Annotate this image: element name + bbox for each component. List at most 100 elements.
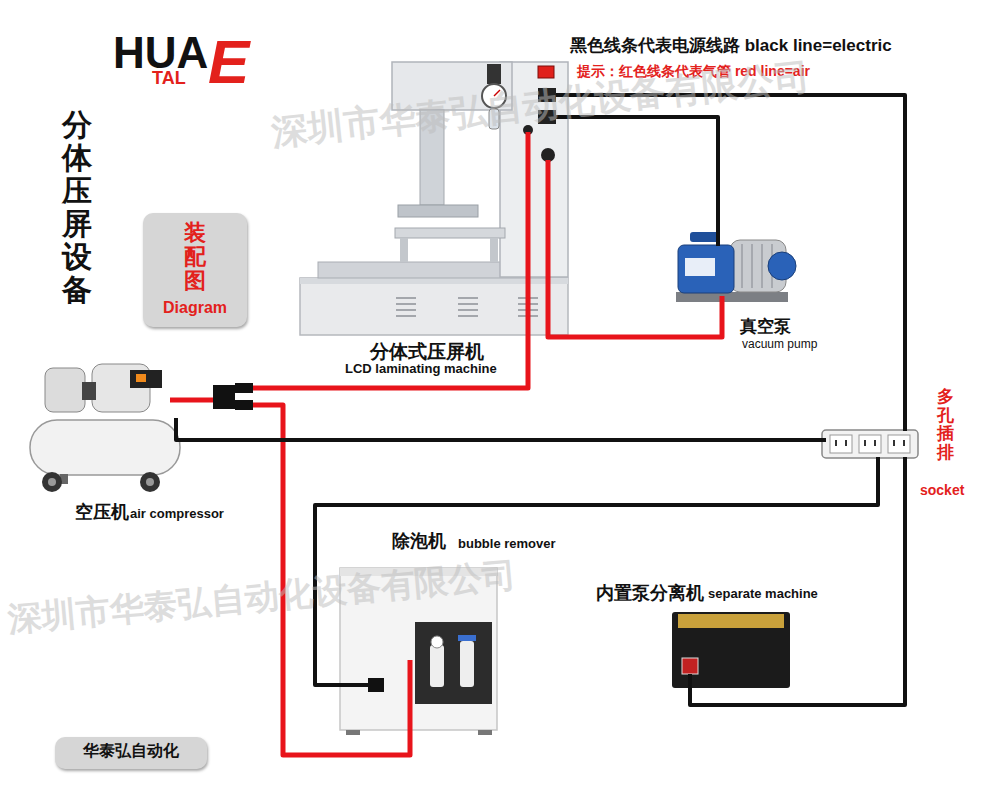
machine-name: 真空泵 [740, 317, 791, 337]
company-badge: 华泰弘自动化 [55, 737, 207, 769]
separate-machine-drawing [672, 612, 790, 692]
power-cable [262, 438, 818, 442]
bubble-remover-drawing-part [460, 641, 474, 687]
socket-strip-drawing [818, 385, 918, 500]
machine-name-en: separate machine [708, 587, 818, 602]
power-socket: 多孔插排socket [818, 385, 975, 500]
machine-name-en: bubble remover [458, 537, 556, 552]
air-compressor-drawing-part [30, 420, 180, 475]
logo-letter: E [208, 26, 249, 97]
laminator-drawing-part-part [396, 297, 416, 299]
socket-strip-drawing-part [888, 435, 910, 453]
air-compressor-drawing-part [130, 370, 162, 388]
bubble-remover-drawing-part [346, 730, 360, 735]
laminator-drawing-part-part [458, 303, 478, 305]
vacuum-pump-drawing-part [668, 296, 722, 337]
vacuum-pump-drawing-part-part [761, 244, 763, 288]
machine-name: 分体式压屏机 [370, 341, 484, 363]
air-compressor-drawing-part [82, 382, 96, 400]
bubble-remover-drawing-part [458, 635, 476, 641]
separate-machine-drawing-part [688, 674, 692, 692]
vacuum-pump-drawing-part [678, 245, 734, 293]
badge-subtitle: Diagram [143, 299, 247, 317]
laminator-drawing-part [541, 148, 555, 162]
power-cable [572, 117, 718, 222]
socket-strip-drawing-part-part [874, 440, 876, 446]
socket-strip-drawing-part [876, 457, 880, 500]
socket-name: 多孔插排 [937, 388, 954, 463]
laminator-drawing-part [396, 298, 538, 316]
power-cable [572, 95, 905, 385]
laminator-drawing-part [395, 228, 505, 238]
laminator-drawing-part [400, 238, 408, 262]
socket-strip-drawing-part [830, 435, 852, 453]
socket-strip-drawing-part-part [835, 440, 837, 446]
badge-heading: 装配图 [184, 221, 206, 294]
bubble-remover-drawing-part [415, 622, 492, 704]
vacuum-pump-drawing-part [716, 222, 720, 246]
bubble-remover-drawing-part [408, 660, 413, 736]
air-compressor-drawing-part [170, 398, 213, 403]
air-compressor-drawing-part [136, 374, 146, 382]
socket-strip-drawing-part-part [864, 440, 866, 446]
vacuum-pump-drawing-part [768, 252, 796, 280]
laminator-drawing-part [487, 64, 501, 84]
laminator-drawing-part [490, 238, 498, 262]
machine-name: 空压机 [75, 502, 129, 523]
socket-strip-drawing-part [859, 435, 881, 453]
separate-machine-drawing-part [682, 658, 698, 674]
machine-name: 除泡机 [392, 531, 446, 552]
socket-strip-drawing-part [903, 457, 907, 500]
vacuum-pump-drawing-part [690, 232, 720, 242]
air-hose [262, 380, 528, 388]
bubble-remover-drawing-part [336, 683, 368, 687]
separate-machine: 内置泵分离机 separate machine [594, 580, 850, 692]
bubble-remover-drawing-part [431, 636, 443, 648]
air-compressor-drawing-part [253, 403, 262, 408]
socket-strip-drawing-part-part [893, 440, 895, 446]
air-compressor-drawing-part [45, 368, 85, 412]
air-compressor-drawing-part [253, 386, 262, 391]
air-compressor: 空压机air compressor [22, 352, 262, 530]
vertical-title: 分体压屏设备 [62, 108, 92, 306]
vacuum-pump-drawing-part [685, 258, 715, 276]
bubble-remover-drawing-part [430, 645, 444, 687]
bubble-remover-drawing-part [478, 730, 492, 735]
machine-name: 内置泵分离机 [596, 583, 704, 604]
socket-strip-drawing-part [836, 440, 904, 446]
machine-name-en: vacuum pump [742, 338, 817, 352]
laminator-drawing-part-part [458, 315, 478, 317]
laminator-drawing-part-part [458, 297, 478, 299]
air-compressor-drawing-part [146, 478, 154, 486]
socket-strip-drawing-part-part [845, 440, 847, 446]
machine-name-en: LCD laminating machine [345, 362, 497, 377]
laminator-drawing-part [548, 160, 572, 337]
socket-strip-drawing-part-part [903, 440, 905, 446]
air-compressor-drawing-part [235, 400, 253, 410]
bubble-remover: 除泡机 bubble remover [336, 528, 576, 736]
logo-text: TAL [152, 68, 186, 89]
vacuum-pump: 真空泵vacuum pump [668, 222, 848, 356]
air-compressor-drawing-part [235, 383, 253, 393]
machine-name-en: air compressor [130, 507, 224, 522]
air-compressor-drawing-part [48, 478, 56, 486]
bubble-remover-drawing-part [368, 678, 384, 692]
laminator-drawing-part-part [396, 309, 416, 311]
company-name: 华泰弘自动化 [55, 742, 207, 760]
vacuum-pump-drawing [668, 222, 796, 337]
socket-strip-drawing-part [903, 385, 907, 431]
wire-note: 黑色线条代表电源线路 black line=electric [570, 36, 892, 56]
power-cable [690, 500, 905, 705]
socket-strip-drawing-part [818, 438, 826, 442]
diagram-badge: 装配图 Diagram [143, 213, 247, 327]
separate-machine-drawing-part [678, 614, 784, 628]
air-compressor-drawing-part [176, 418, 262, 440]
air-compressor-drawing [30, 364, 262, 492]
laminator-drawing-part [538, 66, 554, 78]
air-compressor-drawing-part [213, 385, 235, 409]
vacuum-pump-drawing-part-part [741, 244, 743, 288]
air-compressor-drawing-part [140, 472, 160, 492]
vacuum-pump-drawing-part-part [751, 244, 753, 288]
laminator-drawing-part-part [396, 315, 416, 317]
